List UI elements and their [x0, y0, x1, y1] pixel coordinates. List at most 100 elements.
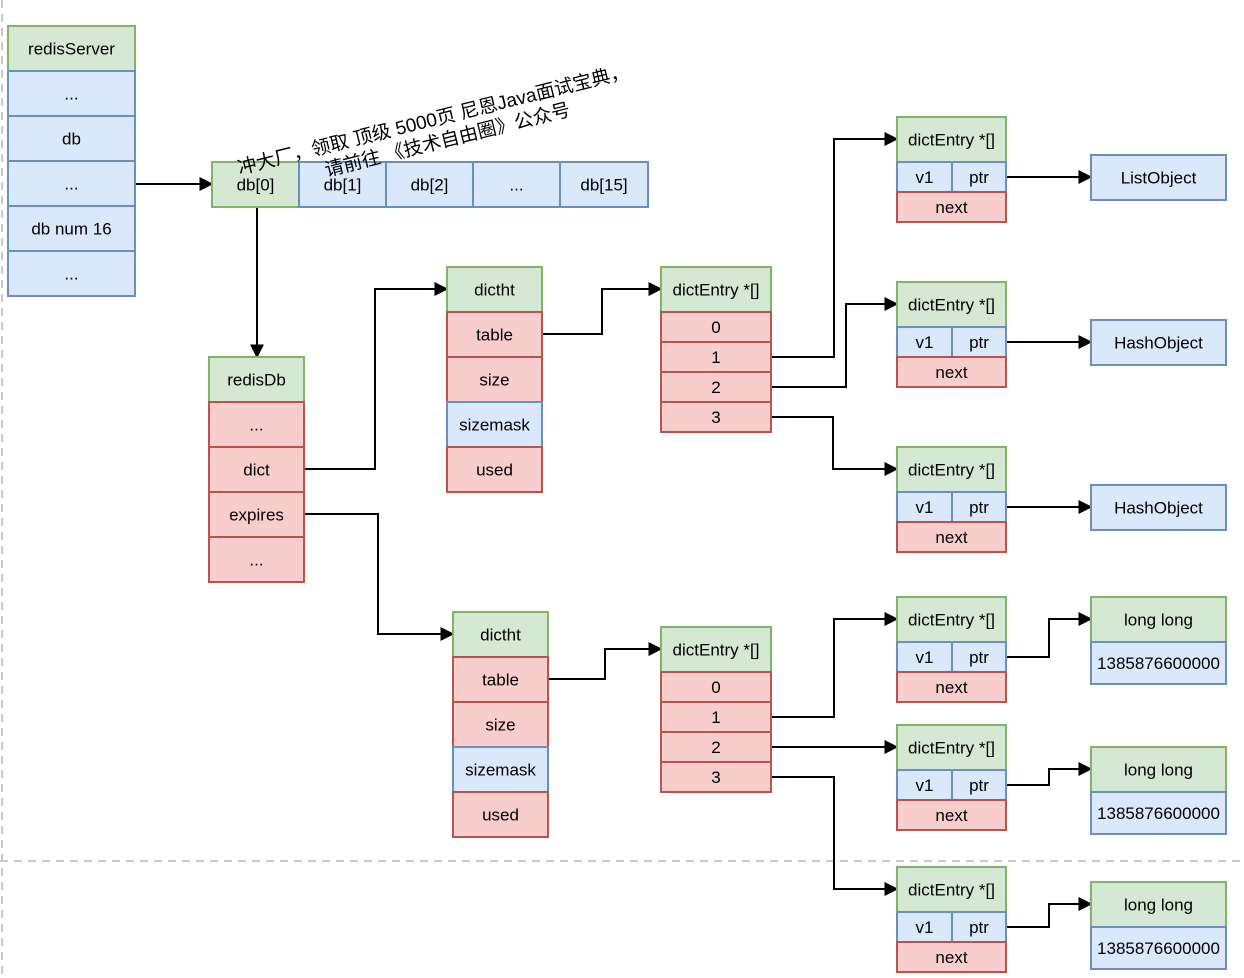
redis-server-field-3: db num 16: [7, 205, 136, 252]
dict-entry-2-title-label: dictEntry *[]: [908, 296, 995, 315]
dict-entry-1-title-label: dictEntry *[]: [908, 131, 995, 150]
redis-db-field-1: dict: [208, 446, 305, 493]
redis-server-field-0: ...: [7, 70, 136, 117]
redis-db-field-2: expires: [208, 491, 305, 538]
long-long-3-title: long long: [1090, 881, 1227, 928]
dictht-main-field-3-label: used: [476, 461, 513, 480]
dict-entry-5-title-label: dictEntry *[]: [908, 739, 995, 758]
dictht-expires-field-0-label: table: [482, 671, 519, 690]
db-array-cell-1: db[1]: [298, 161, 387, 208]
dict-entry-4-next: next: [896, 671, 1007, 703]
long-long-2-title-label: long long: [1124, 761, 1193, 780]
arrow-table-to-bucket-main: [542, 282, 663, 335]
bucket-expires-title: dictEntry *[]: [660, 626, 772, 673]
arrow-slot2-to-entry2: [771, 297, 899, 388]
redis-server-field-4: ...: [7, 250, 136, 297]
dict-entry-3-next-label: next: [935, 528, 967, 547]
dict-entry-2-ptr-label: ptr: [969, 333, 989, 352]
dictht-main-field-3: used: [446, 446, 543, 493]
dict-entry-4-title-label: dictEntry *[]: [908, 611, 995, 630]
dict-entry-2-ptr: ptr: [951, 326, 1007, 358]
dict-entry-2-next-label: next: [935, 363, 967, 382]
bucket-expires-slot-0-label: 0: [711, 678, 720, 697]
dict-entry-5-next: next: [896, 799, 1007, 831]
arrow-entry4-to-longlong: [1006, 612, 1093, 658]
redis-server-title: redisServer: [7, 25, 136, 72]
redis-db-field-3-label: ...: [249, 551, 263, 570]
dict-entry-6-title-label: dictEntry *[]: [908, 881, 995, 900]
long-long-1-title-label: long long: [1124, 611, 1193, 630]
bucket-main-slot-3: 3: [660, 401, 772, 433]
redis-db-field-0-label: ...: [249, 416, 263, 435]
long-long-2-value: 1385876600000: [1090, 791, 1227, 835]
bucket-main-title-label: dictEntry *[]: [673, 281, 760, 300]
dict-entry-2-v1: v1: [896, 326, 953, 358]
long-long-1-value-label: 1385876600000: [1097, 654, 1220, 673]
dict-entry-1-ptr: ptr: [951, 161, 1007, 193]
hash-object-1-label: HashObject: [1114, 334, 1203, 353]
long-long-2-title: long long: [1090, 746, 1227, 793]
dictht-main-title: dictht: [446, 266, 543, 313]
dict-entry-3-next: next: [896, 521, 1007, 553]
dict-entry-4-v1-label: v1: [916, 648, 934, 667]
bucket-expires-slot-2: 2: [660, 731, 772, 763]
dict-entry-3-title-label: dictEntry *[]: [908, 461, 995, 480]
dictht-main-title-label: dictht: [474, 281, 515, 300]
dict-entry-1-next-label: next: [935, 198, 967, 217]
dict-entry-1-v1: v1: [896, 161, 953, 193]
bucket-expires-slot-3-label: 3: [711, 768, 720, 787]
dict-entry-6-v1-label: v1: [916, 918, 934, 937]
redis-server-field-2: ...: [7, 160, 136, 207]
dict-entry-5-v1: v1: [896, 769, 953, 801]
dictht-main-field-0: table: [446, 311, 543, 358]
dictht-expires-field-3-label: used: [482, 806, 519, 825]
dict-entry-6-next-label: next: [935, 948, 967, 967]
arrow-exp-slot3-to-entry6: [771, 776, 899, 896]
dict-entry-1-v1-label: v1: [916, 168, 934, 187]
arrow-dict-to-dictht: [304, 282, 449, 470]
dictht-main-field-2-label: sizemask: [459, 416, 530, 435]
structure-nodes: redisServer...db...db num 16...db[0]db[1…: [7, 25, 1227, 973]
connector-arrows: [135, 132, 1093, 928]
bucket-expires-slot-2-label: 2: [711, 738, 720, 757]
dictht-expires-title: dictht: [452, 611, 549, 658]
hash-object-2-label: HashObject: [1114, 499, 1203, 518]
dict-entry-3-ptr: ptr: [951, 491, 1007, 523]
dictht-main-field-1: size: [446, 356, 543, 403]
bucket-main-slot-0-label: 0: [711, 318, 720, 337]
db-array-cell-1-label: db[1]: [324, 176, 362, 195]
dict-entry-4-ptr-label: ptr: [969, 648, 989, 667]
redis-server-field-1: db: [7, 115, 136, 162]
dictht-main-field-0-label: table: [476, 326, 513, 345]
bucket-expires-slot-3: 3: [660, 761, 772, 793]
dict-entry-6-title: dictEntry *[]: [896, 866, 1007, 913]
db-array-cell-3: ...: [472, 161, 561, 208]
redis-db-field-3: ...: [208, 536, 305, 583]
dictht-main-field-2: sizemask: [446, 401, 543, 448]
dict-entry-2-v1-label: v1: [916, 333, 934, 352]
bucket-main-slot-1-label: 1: [711, 348, 720, 367]
long-long-1-value: 1385876600000: [1090, 641, 1227, 685]
db-array-cell-2: db[2]: [385, 161, 474, 208]
dict-entry-5-ptr: ptr: [951, 769, 1007, 801]
redis-server-field-0-label: ...: [64, 85, 78, 104]
dict-entry-3-v1-label: v1: [916, 498, 934, 517]
arrow-table-to-bucket-expires: [548, 642, 663, 680]
hash-object-2: HashObject: [1090, 484, 1227, 531]
dict-entry-3-title: dictEntry *[]: [896, 446, 1007, 493]
dict-entry-6-ptr-label: ptr: [969, 918, 989, 937]
dict-entry-5-ptr-label: ptr: [969, 776, 989, 795]
dict-entry-5-next-label: next: [935, 806, 967, 825]
arrow-entry5-to-longlong: [1006, 762, 1093, 786]
db-array-cell-2-label: db[2]: [411, 176, 449, 195]
dict-entry-4-next-label: next: [935, 678, 967, 697]
long-long-3-title-label: long long: [1124, 896, 1193, 915]
redis-db-field-0: ...: [208, 401, 305, 448]
db-array-cell-4: db[15]: [559, 161, 649, 208]
db-array-cell-0: db[0]: [211, 161, 300, 208]
dict-entry-4-v1: v1: [896, 641, 953, 673]
hash-object-1: HashObject: [1090, 319, 1227, 366]
bucket-main-title: dictEntry *[]: [660, 266, 772, 313]
